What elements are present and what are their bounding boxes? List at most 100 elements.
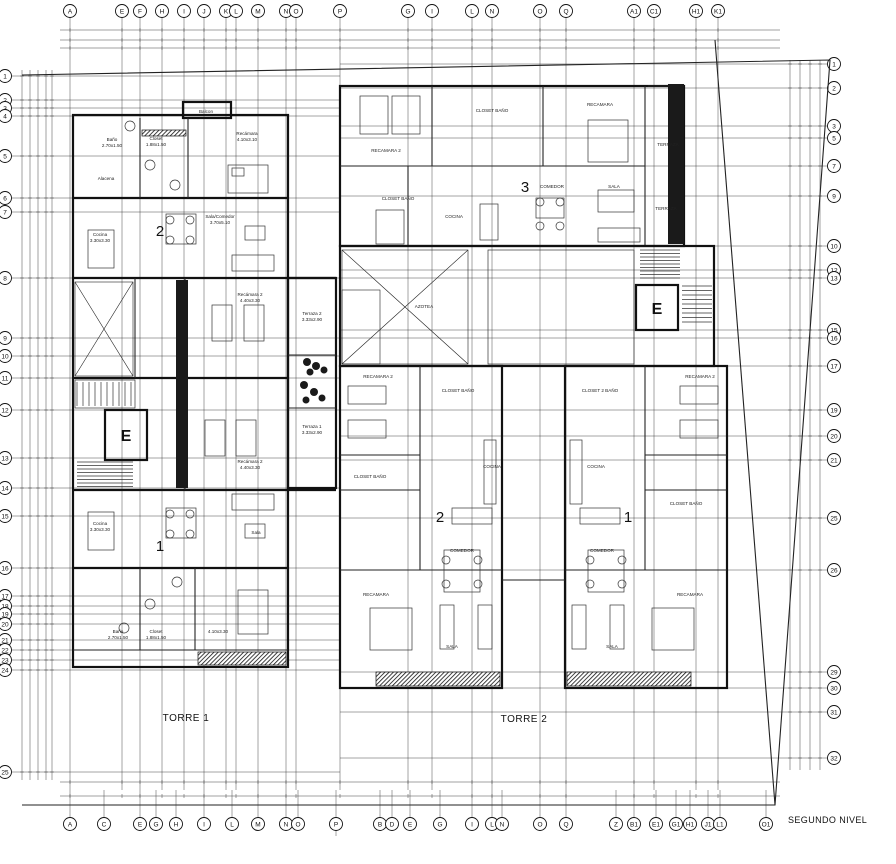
grid-bubble-right: 3 [827, 119, 841, 133]
unit-number: 3 [521, 179, 529, 196]
svg-text:13: 13 [830, 275, 838, 282]
svg-text:1: 1 [832, 61, 836, 68]
grid-bubble-top: K1 [711, 4, 725, 18]
svg-text:18: 18 [1, 603, 9, 610]
svg-text:E: E [138, 821, 143, 828]
svg-text:20: 20 [830, 433, 838, 440]
grid-bubble-bottom: D [385, 817, 399, 831]
stairs-tower-2 [640, 249, 712, 323]
svg-text:10: 10 [830, 243, 838, 250]
svg-text:32: 32 [830, 755, 838, 762]
svg-text:M: M [255, 8, 260, 15]
room-terraza-1-dim: 3.33x2.90 [302, 430, 323, 435]
room-cocina-dim: 3.30x3.30 [90, 238, 111, 243]
room-recamara-dim: 4.10x3.10 [237, 137, 258, 142]
grid-bubble-bottom: E [403, 817, 417, 831]
svg-text:A: A [68, 821, 73, 828]
unit-number: 2 [436, 509, 444, 526]
grid-bubble-bottom: Z [609, 817, 623, 831]
svg-text:F: F [138, 8, 142, 15]
svg-text:B1: B1 [630, 821, 638, 828]
room-sala: Sala [251, 530, 261, 535]
grid-bubble-bottom: O [533, 817, 547, 831]
grid-bubble-right: 9 [827, 189, 841, 203]
svg-text:9: 9 [3, 335, 7, 342]
svg-text:20: 20 [1, 621, 9, 628]
room-recamara-2b-dim: 4.40x3.30 [240, 465, 261, 470]
grid-bubble-right: 16 [827, 331, 841, 345]
grid-bubble-left: 10 [0, 349, 12, 363]
grid-bubble-right: 20 [827, 429, 841, 443]
room-terraza-1: Terraza 1 [302, 424, 322, 429]
room-recamara-2: Recámara 2 [237, 292, 262, 297]
grid-bubble-bottom: G [433, 817, 447, 831]
room-cocina-b: Cocina [93, 521, 108, 526]
grid-bubble-top: H [155, 4, 169, 18]
grid-bubble-right: 7 [827, 159, 841, 173]
room-sala-comedor-dim: 3.70x5.10 [210, 220, 231, 225]
svg-text:J1: J1 [705, 821, 712, 828]
svg-text:G: G [405, 8, 410, 15]
room-closet-dim: 1.88x1.50 [146, 142, 167, 147]
svg-text:29: 29 [830, 669, 838, 676]
grid-bubble-bottom: B1 [627, 817, 641, 831]
grid-bubble-right: 5 [827, 131, 841, 145]
unit-number: 1 [156, 538, 164, 555]
grid-bubble-left: 8 [0, 271, 12, 285]
svg-text:H1: H1 [686, 821, 695, 828]
room-cocina-t2-u1: COCINA [587, 464, 606, 469]
grid-bubble-top: L [229, 4, 243, 18]
svg-text:G1: G1 [672, 821, 681, 828]
svg-text:K1: K1 [714, 8, 722, 15]
svg-text:13: 13 [1, 455, 9, 462]
grid-bubble-bottom: I [465, 817, 479, 831]
grid-bubble-bottom: I [197, 817, 211, 831]
svg-text:25: 25 [830, 515, 838, 522]
svg-text:N: N [490, 8, 495, 15]
grid-bubble-right: 17 [827, 359, 841, 373]
svg-text:O: O [537, 821, 542, 828]
grid-bubble-bottom: B [373, 817, 387, 831]
svg-text:P: P [338, 8, 342, 15]
svg-text:31: 31 [830, 709, 838, 716]
grid-bubble-left: 7 [0, 205, 12, 219]
room-recamara: Recámara [236, 131, 258, 136]
grid-bubble-top: Q [559, 4, 573, 18]
tower-2-plan: E [338, 84, 729, 690]
svg-text:C1: C1 [650, 8, 659, 15]
svg-text:H: H [174, 821, 179, 828]
svg-text:B: B [378, 821, 382, 828]
grid-bubble-bottom: H [169, 817, 183, 831]
svg-text:30: 30 [830, 685, 838, 692]
grid-bubble-bottom: E [133, 817, 147, 831]
svg-text:10: 10 [1, 353, 9, 360]
grid-bubble-top: A1 [627, 4, 641, 18]
grid-bubble-bottom: G1 [669, 817, 683, 831]
room-recamara-2-dim: 4.40x3.30 [240, 298, 261, 303]
grid-bubble-left: 4 [0, 109, 12, 123]
grid-bubble-top: C1 [647, 4, 661, 18]
svg-text:G: G [437, 821, 442, 828]
svg-text:15: 15 [1, 513, 9, 520]
svg-text:6: 6 [3, 195, 7, 202]
svg-text:12: 12 [1, 407, 9, 414]
grid-bubble-left: 20 [0, 617, 12, 631]
room-recamara-2-t2-u1: RECAMARA 2 [685, 374, 715, 379]
room-closet-bano-t2b: CLOSET BAÑO [382, 195, 415, 201]
svg-text:Z: Z [614, 821, 618, 828]
room-cocina-t2-u2: COCINA [483, 464, 502, 469]
room-terraza-t2: TERRAZA [657, 142, 679, 147]
grid-bubble-left: 6 [0, 191, 12, 205]
room-recamara-b-dim: 4.10x3.30 [208, 629, 229, 634]
room-recamara-t2-u1: RECAMARA [677, 592, 704, 597]
svg-text:L: L [234, 8, 238, 15]
room-closet: Closet [149, 136, 163, 141]
room-closet-b-dim: 1.88x1.50 [146, 635, 167, 640]
room-closet-t2-u2: CLOSET BAÑO [442, 387, 475, 393]
svg-text:I: I [183, 8, 185, 15]
grid-bubble-bottom: L1 [713, 817, 727, 831]
room-cocina-t2: COCINA [445, 214, 464, 219]
svg-text:N: N [500, 821, 505, 828]
grid-bubble-right: 21 [827, 453, 841, 467]
grid-bubble-top: J [197, 4, 211, 18]
